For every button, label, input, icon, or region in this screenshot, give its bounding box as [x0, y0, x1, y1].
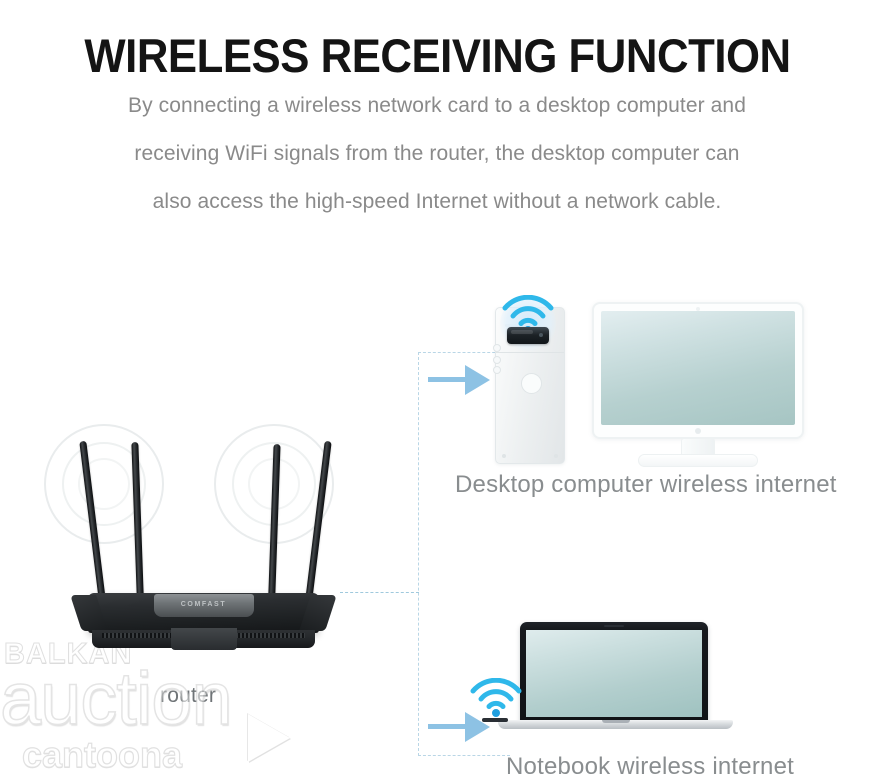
- intro-paragraph: By connecting a wireless network card to…: [37, 82, 837, 226]
- router-top-shell: COMFAST: [88, 593, 319, 633]
- monitor-logo-dot: [695, 428, 701, 434]
- adapter-body: [507, 327, 549, 344]
- wifi-signal-icon: [470, 678, 522, 717]
- adapter-led: [539, 333, 543, 337]
- laptop-deck: [498, 720, 733, 729]
- pc-tower-foot-left: [502, 454, 506, 458]
- intro-line-2: receiving WiFi signals from the router, …: [134, 142, 740, 165]
- router-signal-ring-left-3: [78, 458, 130, 510]
- arrow-head: [465, 365, 490, 395]
- arrow-head: [465, 712, 490, 742]
- caption-desktop: Desktop computer wireless internet: [455, 471, 837, 498]
- caption-notebook: Notebook wireless internet: [506, 753, 795, 780]
- router-illustration: COMFAST: [20, 400, 400, 690]
- laptop-lid: [520, 622, 708, 722]
- arrow-shaft: [428, 724, 466, 729]
- page-title: WIRELESS RECEIVING FUNCTION: [84, 29, 791, 83]
- desktop-computer-illustration: [440, 290, 875, 520]
- laptop-deck-notch: [601, 720, 630, 723]
- pc-tower-port-2: [493, 356, 501, 364]
- usb-wifi-adapter: [492, 292, 564, 358]
- router-label: router: [160, 684, 217, 707]
- connector-branch-notebook: [418, 755, 510, 756]
- notebook-illustration: [470, 622, 733, 742]
- arrow-shaft: [428, 377, 466, 382]
- pc-tower-port-3: [493, 366, 501, 374]
- intro-line-3: also access the high-speed Internet with…: [152, 190, 722, 213]
- adapter-gleam: [511, 330, 533, 334]
- monitor-camera: [696, 307, 700, 311]
- connector-branch-router: [340, 592, 419, 593]
- laptop-screen: [526, 630, 702, 717]
- arrow-right-desktop-icon: [428, 365, 490, 395]
- connector-branch-desktop: [418, 352, 510, 353]
- laptop-camera: [604, 625, 624, 627]
- laptop-adapter-stub: [482, 718, 508, 722]
- router-brand-text: COMFAST: [180, 601, 227, 608]
- pc-tower-power-button[interactable]: [521, 373, 542, 394]
- arrow-right-notebook-icon: [428, 712, 490, 742]
- monitor-stand-base: [638, 454, 758, 467]
- router-center-tab: [170, 628, 237, 650]
- pc-tower-seam: [496, 352, 564, 353]
- pc-tower-foot-right: [554, 454, 558, 458]
- router-signal-ring-left-2: [62, 442, 146, 526]
- intro-line-1: By connecting a wireless network card to…: [128, 94, 746, 117]
- router-logo-plate: COMFAST: [153, 594, 254, 617]
- pc-tower-port-1: [493, 344, 501, 352]
- connector-trunk-vertical: [418, 352, 419, 756]
- router-front-panel: [92, 628, 315, 650]
- desktop-monitor: [592, 302, 804, 467]
- monitor-screen: [601, 311, 795, 425]
- router-signal-ring-left-1: [44, 424, 164, 544]
- monitor-bezel: [592, 302, 804, 439]
